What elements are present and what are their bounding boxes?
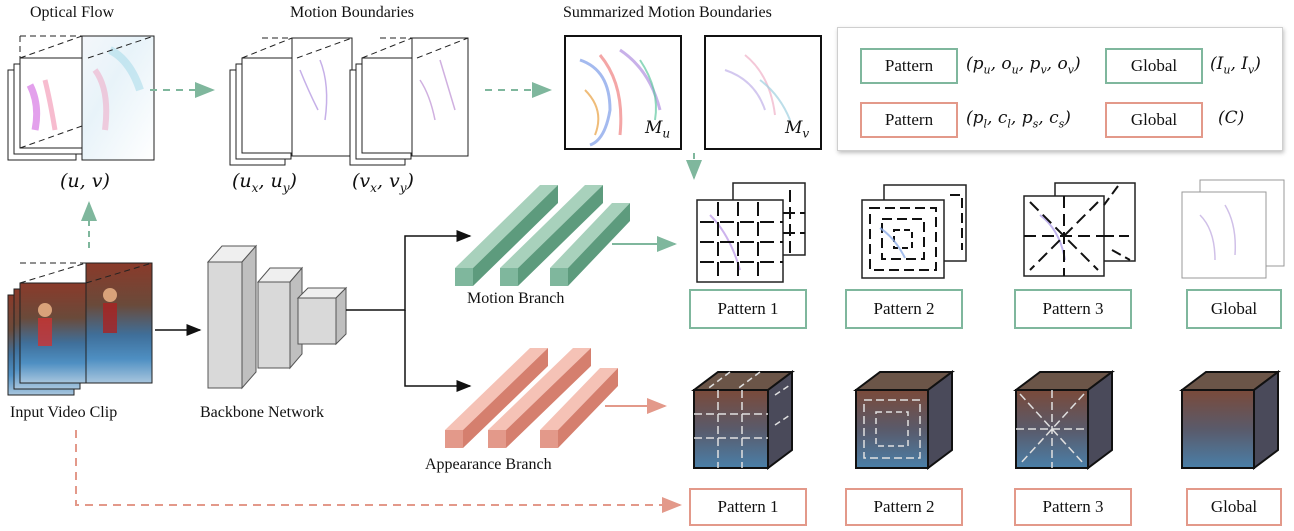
motion-pattern-2-image	[861, 184, 967, 279]
motion-branch-label: Motion Branch	[467, 290, 565, 307]
appearance-global-box: Global	[1186, 488, 1282, 526]
motion-pattern-2-box: Pattern 2	[845, 289, 963, 329]
summarized-mv-image	[704, 35, 822, 150]
legend-appearance-pattern-box: Pattern	[860, 102, 958, 138]
backbone-network-blocks	[206, 244, 348, 390]
appearance-pattern-1-box: Pattern 1	[689, 488, 807, 526]
appearance-pattern-2-box: Pattern 2	[845, 488, 963, 526]
motion-boundaries-v-frames	[349, 37, 469, 166]
vxvy-label: (vx, vy)	[352, 170, 414, 195]
input-video-label: Input Video Clip	[10, 404, 118, 421]
input-video-frames	[7, 262, 153, 396]
legend-appearance-pattern-tuple: (pl, cl, ps, cs)	[966, 108, 1071, 131]
legend-panel: Pattern (pu, ou, pv, ov) Global (Iu, Iv)…	[837, 27, 1283, 151]
legend-motion-global-tuple: (Iu, Iv)	[1210, 54, 1261, 77]
video-to-appearance-pattern-arrow	[75, 430, 682, 513]
appearance-global-cube	[1179, 370, 1281, 470]
appearance-pattern-3-box: Pattern 3	[1014, 488, 1132, 526]
appearance-branch-label: Appearance Branch	[425, 456, 552, 473]
legend-appearance-global-box: Global	[1105, 102, 1203, 138]
appearance-branch-bars	[445, 348, 618, 448]
motion-boundaries-title: Motion Boundaries	[290, 4, 414, 21]
motion-branch-bars	[455, 185, 630, 286]
motion-pattern-3-box: Pattern 3	[1014, 289, 1132, 329]
optical-flow-title: Optical Flow	[30, 4, 114, 21]
legend-motion-pattern-box: Pattern	[860, 48, 958, 84]
legend-motion-pattern-tuple: (pu, ou, pv, ov)	[966, 54, 1081, 77]
backbone-to-motion-arrow	[346, 230, 472, 311]
appearance-pattern-3-cube	[1013, 370, 1115, 470]
mu-label: Mu	[645, 118, 671, 141]
summarized-mu-image	[564, 35, 682, 150]
mv-label: Mv	[785, 118, 810, 141]
legend-motion-global-box: Global	[1105, 48, 1203, 84]
uv-label: (u, v)	[60, 170, 110, 192]
backbone-to-appearance-arrow	[404, 310, 472, 392]
motion-global-image	[1181, 179, 1285, 279]
backbone-label: Backbone Network	[200, 404, 324, 421]
motion-pattern-3-image	[1023, 182, 1136, 277]
summarized-boundaries-title: Summarized Motion Boundaries	[563, 4, 772, 21]
optical-flow-frames	[7, 35, 155, 161]
appearance-pattern-1-cube	[691, 370, 795, 470]
motion-pattern-1-image	[696, 182, 806, 283]
legend-appearance-global-tuple: (C)	[1218, 108, 1245, 128]
motion-boundaries-u-frames	[229, 37, 353, 166]
uxuy-label: (ux, uy)	[232, 170, 297, 195]
motion-global-box: Global	[1186, 289, 1282, 329]
appearance-pattern-2-cube	[853, 370, 955, 470]
motion-pattern-1-box: Pattern 1	[689, 289, 807, 329]
